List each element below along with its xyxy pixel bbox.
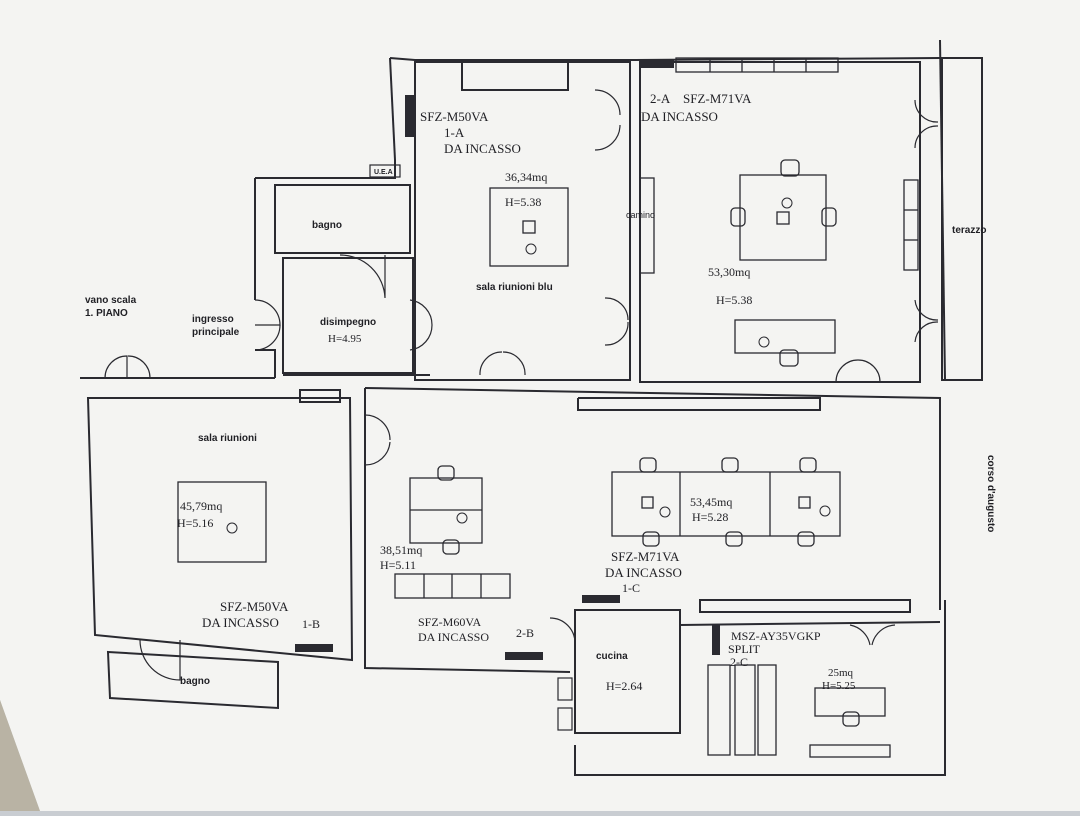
walls <box>80 39 983 776</box>
doors <box>104 89 939 681</box>
label-meeting-h: H=5.16 <box>177 516 213 530</box>
label-unit-1b-model: SFZ-M50VA <box>220 599 289 614</box>
desk-small-office <box>814 687 886 717</box>
table-blue-room <box>489 187 569 267</box>
label-hallway-h: H=4.95 <box>328 333 362 345</box>
fireplace <box>639 177 655 274</box>
ac-unit-2c <box>712 625 720 655</box>
table-corner <box>0 700 40 811</box>
ted-markers <box>226 197 831 534</box>
ac-unit-2b <box>505 652 543 660</box>
label-unit-1c-type: DA INCASSO <box>605 565 682 580</box>
ue-badge-2 <box>557 707 573 731</box>
terrace <box>941 57 983 381</box>
ac-units <box>295 60 720 660</box>
label-stair: vano scala <box>85 295 137 306</box>
room-sala-riunioni-blu <box>414 61 631 381</box>
label-entrance-2: principale <box>192 327 240 338</box>
label-unit-1a-type: DA INCASSO <box>444 141 521 156</box>
label-blue-room: sala riunioni blu <box>476 282 553 293</box>
ac-unit-1c <box>582 595 620 603</box>
furniture <box>177 57 919 758</box>
label-split-model: MSZ-AY35VGKP <box>731 629 821 643</box>
label-office-ne-h: H=5.38 <box>716 293 752 307</box>
label-ue-badge: U.E.A <box>374 169 393 176</box>
label-unit-1c-model: SFZ-M71VA <box>611 549 680 564</box>
room-bathroom-bottom <box>106 650 279 710</box>
label-meeting-area: 45,79mq <box>180 499 222 513</box>
desk-office-ne <box>734 319 836 354</box>
label-unit-1b-code: 1-B <box>302 617 320 631</box>
label-bathroom-top: bagno <box>312 220 342 231</box>
label-unit-2b-model: SFZ-M60VA <box>418 615 481 629</box>
ue-badges <box>369 164 573 731</box>
label-unit-2b-type: DA INCASSO <box>418 630 489 644</box>
label-split-code: 2-C <box>730 655 748 669</box>
room-sala-riunioni <box>86 397 354 662</box>
label-unit-1b-type: DA INCASSO <box>202 615 279 630</box>
label-entrance-1: ingresso <box>192 314 234 325</box>
label-terrace: terazzo <box>952 225 986 236</box>
table-meeting <box>177 481 267 563</box>
label-small-h: H=5.25 <box>822 680 856 692</box>
label-bathroom-bottom: bagno <box>180 676 210 687</box>
label-small-area: 25mq <box>828 667 854 679</box>
room-kitchen <box>574 609 681 734</box>
label-unit-1c-code: 1-C <box>622 581 640 595</box>
label-unit-2a-model: SFZ-M71VA <box>683 91 752 106</box>
room-hallway <box>282 257 414 374</box>
label-street: corso d'augusto <box>985 455 996 532</box>
ac-unit-2a <box>640 60 674 68</box>
ac-unit-1a <box>405 95 415 137</box>
label-unit-1a-code: 1-A <box>444 125 465 140</box>
label-kitchen-h: H=2.64 <box>606 679 642 693</box>
label-office-mid-area: 38,51mq <box>380 543 422 557</box>
label-meeting-room: sala riunioni <box>198 433 257 444</box>
label-blue-area: 36,34mq <box>505 170 547 184</box>
label-office-mid-h: H=5.11 <box>380 558 416 572</box>
label-unit-1a-model: SFZ-M50VA <box>420 109 489 124</box>
ac-unit-1b <box>295 644 333 652</box>
ue-badge-1 <box>557 677 573 701</box>
label-open-h: H=5.28 <box>692 510 728 524</box>
label-fireplace: camino <box>626 210 655 220</box>
label-office-ne-area: 53,30mq <box>708 265 750 279</box>
label-split-type: SPLIT <box>728 642 761 656</box>
label-unit-2a-type: DA INCASSO <box>641 109 718 124</box>
label-stair-floor: 1. PIANO <box>85 308 128 319</box>
label-unit-2a-code: 2-A <box>650 91 671 106</box>
label-kitchen: cucina <box>596 651 628 662</box>
label-blue-h: H=5.38 <box>505 195 541 209</box>
label-hallway: disimpegno <box>320 317 376 328</box>
room-bathroom-top <box>274 184 411 254</box>
ue-badge-top <box>369 164 401 178</box>
label-open-area: 53,45mq <box>690 495 732 509</box>
label-unit-2b-code: 2-B <box>516 626 534 640</box>
